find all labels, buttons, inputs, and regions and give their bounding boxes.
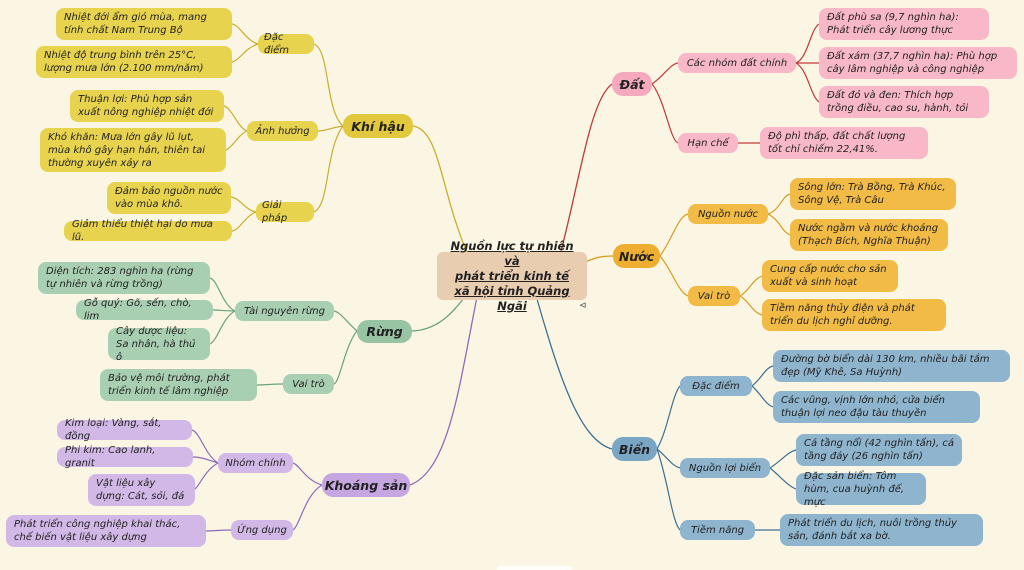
link-center-bien <box>534 291 613 450</box>
branch-rung-vai-tro[interactable]: Vai trò <box>283 374 334 394</box>
leaf-dat-cac-nhom-1[interactable]: Đất phù sa (9,7 nghìn ha): Phát triển câ… <box>819 8 989 40</box>
leaf-ks-nhom-chinh-3[interactable]: Vật liệu xây dựng: Cát, sỏi, đá <box>88 474 195 506</box>
link-dat-hanche <box>651 83 679 144</box>
branch-ks-ung-dung[interactable]: Ứng dụng <box>231 520 293 540</box>
center-line-2: phát triển kinh tế <box>454 268 570 283</box>
leaf-rung-tai-nguyen-2[interactable]: Gỗ quý: Gõ, sến, chò, lim <box>76 298 213 322</box>
leaf-bien-dac-diem-2[interactable]: Các vũng, vịnh lớn nhỏ, cửa biển thuận l… <box>773 391 980 423</box>
link-nuoc-leaf-4 <box>739 295 763 316</box>
leaf-ks-nhom-chinh-1[interactable]: Kim loại: Vàng, sắt, đồng <box>57 418 192 442</box>
leaf-kh-anh-huong-1[interactable]: Thuận lợi: Phù hợp sản xuất nông nghiệp … <box>70 90 224 122</box>
leaf-dat-cac-nhom-3[interactable]: Đất đỏ và đen: Thích hợp trồng điều, cao… <box>819 86 989 118</box>
link-bien-leaf-4 <box>769 467 797 490</box>
branch-dat-cac-nhom[interactable]: Các nhóm đất chính <box>678 53 796 73</box>
branch-dat-han-che[interactable]: Hạn chế <box>678 133 738 153</box>
link-bien-leaf-3 <box>769 449 797 469</box>
leaf-kh-dac-diem-1[interactable]: Nhiệt đới ẩm gió mùa, mang tính chất Nam… <box>56 8 232 40</box>
branch-bien-nguon-loi[interactable]: Nguồn lợi biển <box>680 458 770 478</box>
leaf-kh-anh-huong-2[interactable]: Khó khăn: Mưa lớn gây lũ lụt, mùa khô gâ… <box>40 128 226 172</box>
cursor-icon: ⊲ <box>579 301 587 311</box>
link-nuoc-vaitro <box>659 255 689 297</box>
leaf-rung-vai-tro-1[interactable]: Bảo vệ môi trường, phát triển kinh tế lâ… <box>100 369 257 401</box>
topic-rung[interactable]: Rừng <box>357 320 412 343</box>
branch-ks-nhom-chinh[interactable]: Nhóm chính <box>218 453 293 473</box>
link-nuoc-nguonnuoc <box>659 213 689 257</box>
center-topic[interactable]: Nguồn lực tự nhiên và phát triển kinh tế… <box>437 239 587 313</box>
link-rung-tainguyen <box>333 310 358 332</box>
link-bien-tiemnang <box>656 448 681 531</box>
link-center-nuoc <box>584 255 614 263</box>
leaf-bien-nguon-loi-2[interactable]: Đặc sản biển: Tôm hùm, cua huỳnh đế, mực <box>796 471 926 508</box>
link-center-dat <box>559 83 613 256</box>
leaf-bien-dac-diem-1[interactable]: Đường bờ biển dài 130 km, nhiều bãi tắm … <box>773 350 1010 382</box>
leaf-rung-tai-nguyen-3[interactable]: Cây dược liệu: Sa nhân, hà thủ ô <box>108 326 210 363</box>
topic-dat[interactable]: Đất <box>612 72 652 96</box>
link-rung-leaf-1 <box>209 277 236 312</box>
leaf-kh-giai-phap-1[interactable]: Đảm bảo nguồn nước vào mùa khô. <box>107 182 231 214</box>
link-bien-leaf-1 <box>751 365 774 387</box>
link-rung-leaf-2 <box>212 309 236 312</box>
center-line-3: xã hội tỉnh Quảng Ngãi <box>454 283 570 313</box>
link-ks-ungdung <box>292 484 323 531</box>
link-rung-leaf-4 <box>256 383 284 386</box>
topic-khi-hau[interactable]: Khí hậu <box>343 114 413 138</box>
topic-bien[interactable]: Biển <box>612 437 657 461</box>
link-center-khoang-san <box>409 291 479 486</box>
link-kh-leaf-5 <box>230 196 257 213</box>
link-ks-nhomchinh <box>292 462 323 486</box>
link-dat-leaf-3 <box>795 62 820 103</box>
branch-kh-giai-phap[interactable]: Giải pháp <box>256 200 314 224</box>
link-nuoc-leaf-1 <box>767 193 791 215</box>
branch-kh-dac-diem[interactable]: Đặc điểm <box>258 32 314 56</box>
scroll-handle[interactable] <box>497 566 572 570</box>
link-bien-nguonloi <box>656 448 681 469</box>
link-kh-anhhuong <box>317 125 344 132</box>
link-nuoc-leaf-3 <box>739 275 763 297</box>
link-kh-leaf-4 <box>225 130 248 151</box>
branch-kh-anh-huong[interactable]: Ảnh hưởng <box>247 121 318 141</box>
link-bien-leaf-2 <box>751 385 774 408</box>
leaf-ks-ung-dung-1[interactable]: Phát triển công nghiệp khai thác, chế bi… <box>6 515 206 547</box>
center-line-1: Nguồn lực tự nhiên và <box>450 238 574 268</box>
link-kh-leaf-1 <box>231 23 259 45</box>
branch-bien-tiem-nang[interactable]: Tiềm năng <box>680 520 755 540</box>
link-dat-leaf-1 <box>795 23 820 64</box>
leaf-kh-dac-diem-2[interactable]: Nhiệt độ trung bình trên 25°C, lượng mưa… <box>36 46 232 78</box>
link-kh-dacdiem <box>313 43 344 127</box>
branch-nuoc-nguon-nuoc[interactable]: Nguồn nước <box>688 204 768 224</box>
link-rung-leaf-3 <box>209 310 236 345</box>
branch-bien-dac-diem[interactable]: Đặc điểm <box>680 376 752 396</box>
link-ks-leaf-4 <box>205 529 232 532</box>
leaf-kh-giai-phap-2[interactable]: Giảm thiểu thiệt hại do mưa lũ. <box>64 219 232 243</box>
leaf-dat-han-che-1[interactable]: Độ phì thấp, đất chất lượng tốt chỉ chiế… <box>760 127 928 159</box>
leaf-bien-tiem-nang-1[interactable]: Phát triển du lịch, nuôi trồng thủy sản,… <box>780 514 983 546</box>
leaf-dat-cac-nhom-2[interactable]: Đất xám (37,7 nghìn ha): Phù hợp cây lâm… <box>819 47 1017 79</box>
leaf-nuoc-vai-tro-2[interactable]: Tiềm năng thủy điện và phát triển du lịc… <box>762 299 946 331</box>
topic-nuoc[interactable]: Nước <box>613 244 660 268</box>
leaf-bien-nguon-loi-1[interactable]: Cá tầng nổi (42 nghìn tấn), cá tầng đáy … <box>796 434 962 466</box>
link-kh-leaf-6 <box>231 211 257 232</box>
link-rung-vaitro <box>333 330 358 385</box>
link-kh-giaiphap <box>313 125 344 213</box>
link-dat-cacnhom <box>651 62 679 85</box>
leaf-nuoc-nguon-nuoc-1[interactable]: Sông lớn: Trà Bồng, Trà Khúc, Sông Vệ, T… <box>790 178 956 210</box>
link-center-khi-hau <box>412 125 469 256</box>
topic-khoang-san[interactable]: Khoáng sản <box>322 473 410 497</box>
leaf-nuoc-nguon-nuoc-2[interactable]: Nước ngầm và nước khoáng (Thạch Bích, Ng… <box>790 219 948 251</box>
link-kh-leaf-3 <box>223 105 248 132</box>
branch-rung-tai-nguyen[interactable]: Tài nguyên rừng <box>235 301 334 321</box>
link-nuoc-leaf-2 <box>767 213 791 236</box>
link-ks-leaf-1 <box>191 429 219 464</box>
link-bien-dacdiem <box>656 385 681 450</box>
leaf-ks-nhom-chinh-2[interactable]: Phi kim: Cao lanh, granit <box>57 445 193 469</box>
leaf-nuoc-vai-tro-1[interactable]: Cung cấp nước cho sản xuất và sinh hoạt <box>762 260 898 292</box>
branch-nuoc-vai-tro[interactable]: Vai trò <box>688 286 740 306</box>
link-kh-leaf-2 <box>231 43 259 63</box>
link-ks-leaf-3 <box>194 462 219 490</box>
leaf-rung-tai-nguyen-1[interactable]: Diện tích: 283 nghìn ha (rừng tự nhiên v… <box>38 262 210 294</box>
link-ks-leaf-2 <box>192 456 219 464</box>
